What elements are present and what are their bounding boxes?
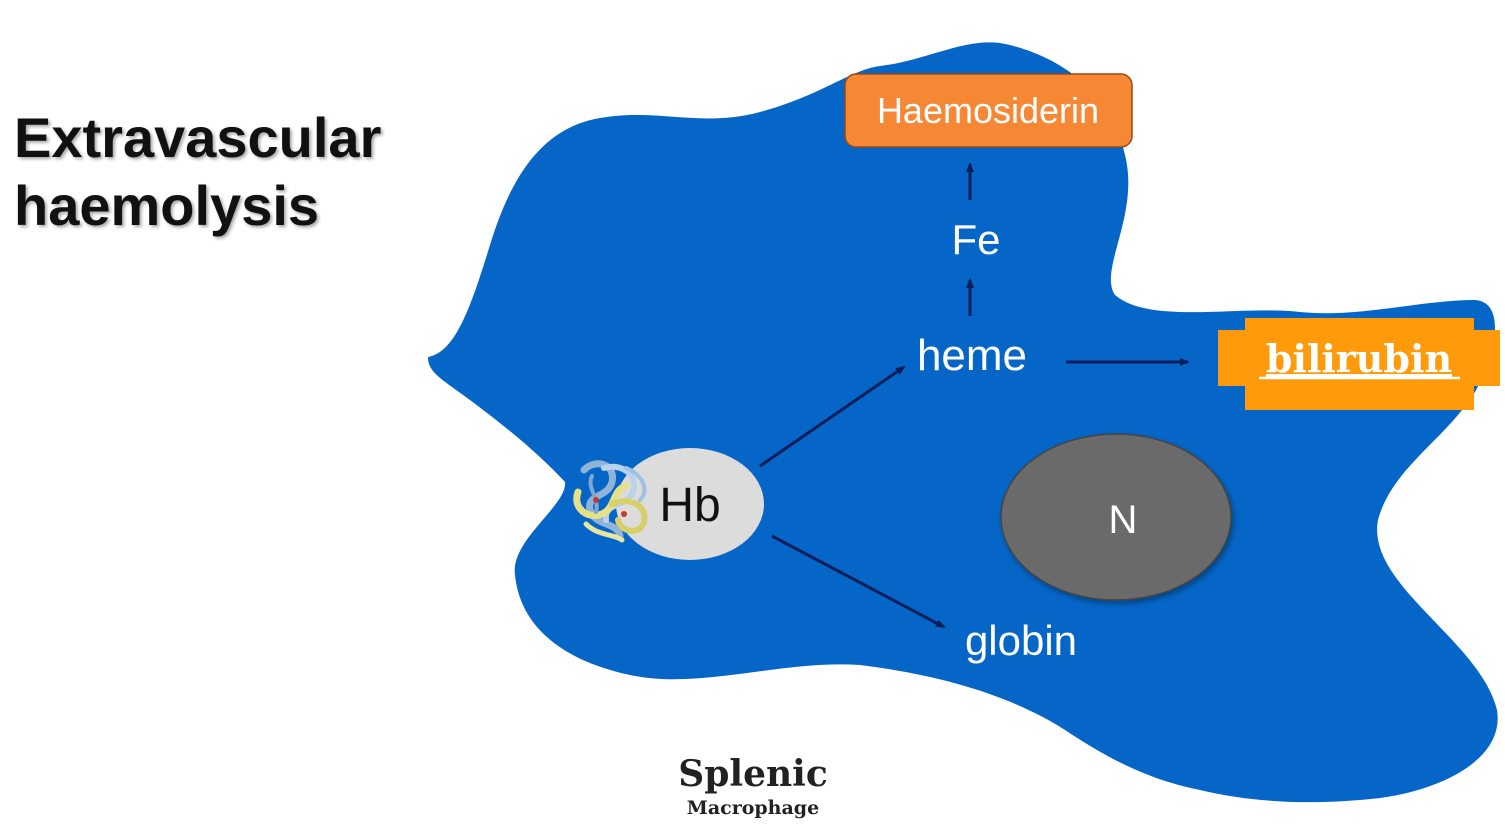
- arrow-hb-to-globin: [771, 534, 946, 629]
- haemosiderin-box: Haemosiderin: [844, 73, 1133, 148]
- caption: Splenic Macrophage: [640, 752, 866, 820]
- globin-label: globin: [965, 617, 1077, 664]
- haemosiderin-label: Haemosiderin: [877, 90, 1099, 131]
- hemoglobin-protein-icon: [573, 460, 648, 543]
- nucleus: N: [1000, 433, 1232, 601]
- title-line-2: haemolysis: [14, 174, 320, 237]
- bilirubin-label: bilirubin: [1266, 336, 1452, 381]
- title-line-1: Extravascular: [14, 106, 382, 169]
- arrow-hb-to-heme: [759, 365, 906, 468]
- macrophage-cell: [428, 42, 1498, 803]
- fe-label: Fe: [951, 216, 1000, 263]
- nucleus-label: N: [1109, 498, 1138, 542]
- bilirubin-badge: bilirubin: [1218, 318, 1500, 410]
- caption-main: Splenic: [678, 753, 828, 795]
- hb-ellipse: [616, 448, 764, 560]
- slide-title: Extravascular haemolysis: [14, 104, 381, 240]
- hb-label: Hb: [659, 479, 720, 532]
- heme-label: heme: [917, 331, 1027, 380]
- caption-sub: Macrophage: [686, 797, 820, 819]
